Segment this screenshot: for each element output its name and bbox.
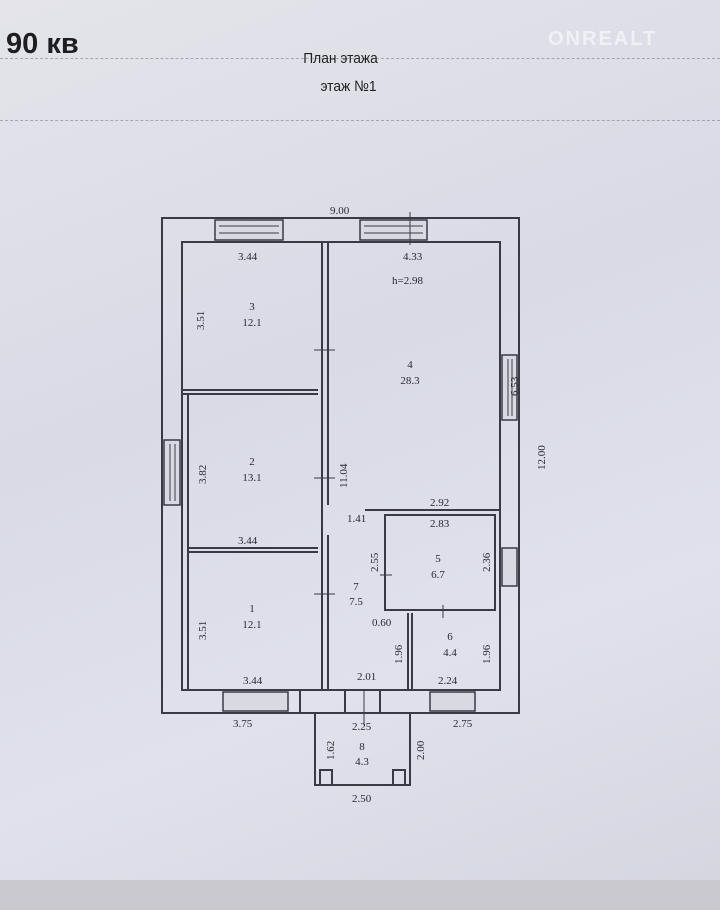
plan-shape: 3 12.1 4 28.3 2 13.1 1 12.1 5 6.7 6 4.4 …	[242, 301, 457, 768]
window	[163, 439, 181, 506]
plan-shape	[169, 212, 513, 725]
window	[501, 354, 518, 421]
room-2-area: 13.1	[242, 472, 261, 484]
inner-wall	[181, 241, 501, 691]
plan-title: План этажа	[303, 50, 378, 67]
dim-r7-width: 2.01	[357, 671, 376, 683]
window	[222, 691, 289, 712]
dim-porch-right: 2.00	[415, 740, 427, 760]
dim-r2-width: 3.44	[238, 535, 258, 547]
watermark: ONREALT	[548, 28, 658, 50]
dim-corr-top: 1.41	[347, 513, 366, 525]
dim-r2-height: 3.82	[197, 465, 209, 484]
plan-shape	[392, 769, 406, 786]
dim-r5-width: 2.83	[430, 518, 450, 530]
room-1-area: 12.1	[242, 619, 261, 631]
paper-edge	[0, 880, 720, 910]
dim-r3-height: 3.51	[195, 311, 207, 330]
room-8-area: 4.3	[355, 756, 369, 768]
dim-r6-width: 2.24	[438, 675, 458, 687]
window	[501, 547, 518, 587]
room-7-number: 7	[353, 581, 359, 593]
dim-r6-height: 1.96	[481, 644, 493, 664]
window	[214, 219, 284, 241]
room-3-number: 3	[249, 301, 255, 313]
dim-right-total: 12.00	[536, 445, 548, 470]
room5-walls	[384, 514, 496, 611]
plan-shape	[319, 769, 333, 786]
dim-r4-bottom: 2.92	[430, 497, 449, 509]
scan-noise	[0, 58, 720, 60]
plan-shape	[161, 217, 520, 786]
dim-r4-width: 4.33	[403, 251, 423, 263]
room-6-number: 6	[447, 631, 453, 643]
room-7-area: 7.5	[349, 596, 363, 608]
area-label: 90 кв	[6, 28, 79, 60]
dim-porch-bottom: 2.50	[352, 793, 372, 805]
window	[359, 219, 428, 241]
dim-r7-gap: 0.60	[372, 617, 392, 629]
dim-top-total: 9.00	[330, 205, 350, 217]
room-5-area: 6.7	[431, 569, 445, 581]
dim-r5-right: 2.36	[481, 552, 493, 572]
dim-r1-width: 3.44	[243, 675, 263, 687]
scan-noise	[0, 120, 720, 122]
dim-porch-left: 1.62	[325, 741, 337, 760]
room-3-area: 12.1	[242, 317, 261, 329]
dim-r4-height: 6.53	[509, 376, 521, 396]
room-2-number: 2	[249, 456, 255, 468]
dim-corridor: 11.04	[338, 463, 350, 488]
room-5-number: 5	[435, 553, 441, 565]
floor-label: этаж №1	[320, 78, 377, 95]
porch-walls	[314, 712, 411, 786]
dim-porch-top: 2.25	[352, 721, 372, 733]
room-8-number: 8	[359, 741, 365, 753]
window	[429, 691, 476, 712]
dim-r1-height: 3.51	[197, 621, 209, 640]
room-1-number: 1	[249, 603, 255, 615]
room-4-number: 4	[407, 359, 413, 371]
dim-r7-height: 1.96	[393, 644, 405, 664]
dim-r5-left: 2.55	[369, 552, 381, 572]
dim-r3-width: 3.44	[238, 251, 258, 263]
room-6-area: 4.4	[443, 647, 457, 659]
ceiling-height: h=2.98	[392, 275, 423, 287]
dim-bottom-left: 3.75	[233, 718, 253, 730]
room-4-area: 28.3	[400, 375, 420, 387]
dim-bottom-right: 2.75	[453, 718, 473, 730]
